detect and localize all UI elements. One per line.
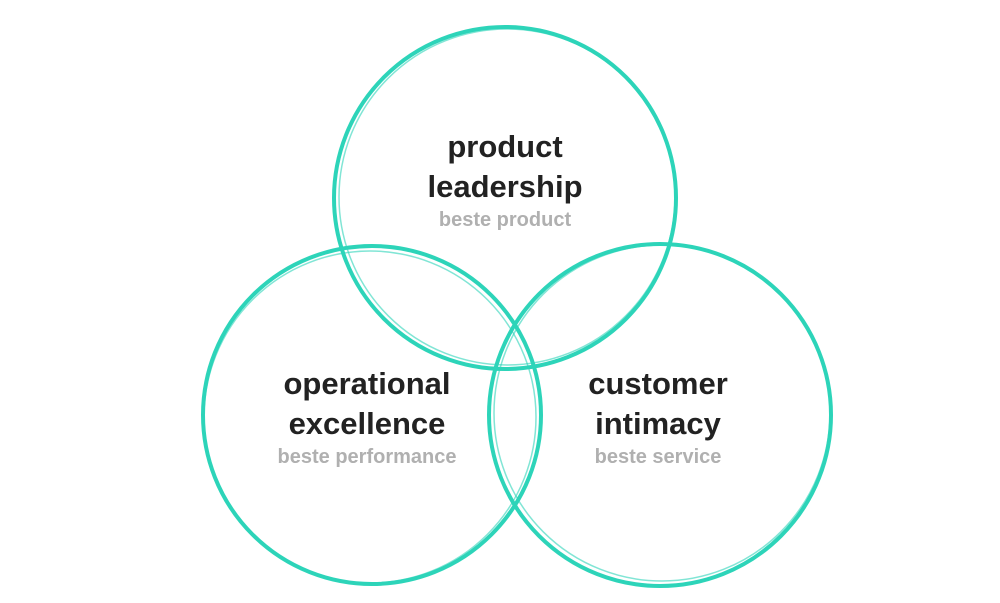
- circle-product-leadership: [332, 25, 678, 371]
- operational-excellence-label: operational excellence beste performance: [278, 364, 457, 470]
- product-leadership-subtitle: beste product: [438, 209, 572, 231]
- operational-excellence-title-2: excellence: [288, 406, 446, 441]
- circle-customer-intimacy: [487, 242, 833, 588]
- customer-intimacy-title-2: intimacy: [595, 406, 721, 441]
- operational-excellence-title-1: operational: [283, 366, 451, 401]
- product-leadership-title-1: product: [447, 129, 563, 164]
- customer-intimacy-label: customer intimacy beste service: [588, 364, 728, 470]
- product-leadership-title-2: leadership: [427, 169, 583, 204]
- circle-operational-excellence: [201, 244, 543, 586]
- operational-excellence-subtitle: beste performance: [277, 446, 457, 468]
- customer-intimacy-subtitle: beste service: [594, 446, 722, 468]
- customer-intimacy-title-1: customer: [588, 366, 728, 401]
- product-leadership-label: product leadership beste product: [427, 127, 582, 233]
